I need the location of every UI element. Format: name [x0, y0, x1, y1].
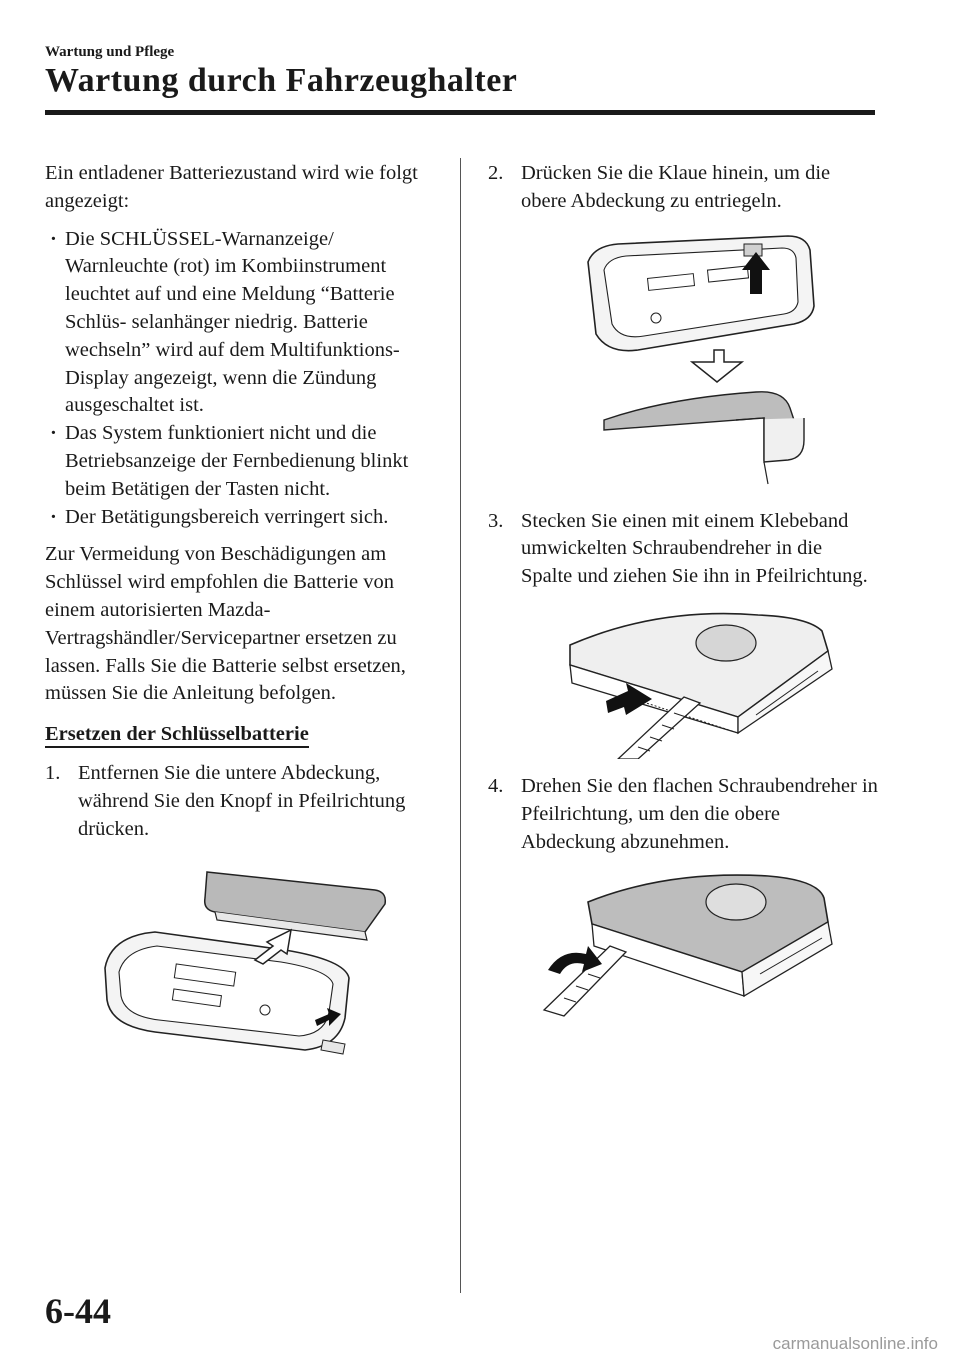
- illustration-remove-upper-cover: [542, 874, 833, 1018]
- step-text: Drehen Sie den flachen Schraubendreher i…: [521, 774, 878, 853]
- page-number: 6-44: [45, 1291, 111, 1331]
- step-number: 1.: [45, 762, 61, 785]
- step-text: Entfernen Sie die untere Abdeckung, währ…: [78, 762, 406, 840]
- watermark: carmanualsonline.info: [772, 1334, 938, 1353]
- intro-text: Ein entladener Batteriezustand wird wie …: [45, 162, 418, 212]
- step-number: 3.: [488, 509, 504, 532]
- step-item: 2. Drücken Sie die Klaue hinein, um die …: [488, 160, 878, 216]
- section-label: Wartung und Pflege: [45, 44, 175, 60]
- step-item: 4. Drehen Sie den flachen Schraubendrehe…: [488, 773, 878, 856]
- recommendation-text: Zur Vermeidung von Beschädigungen am Sch…: [45, 543, 406, 705]
- step-text: Stecken Sie einen mit einem Klebeband um…: [521, 509, 868, 588]
- step-number: 4.: [488, 774, 504, 797]
- step-number: 2.: [488, 162, 504, 184]
- left-column: Ein entladener Batteriezustand wird wie …: [45, 160, 440, 1079]
- header-rule: [45, 110, 875, 115]
- list-item: Die SCHLÜSSEL-Warnanzeige/ Warnleuchte (…: [45, 226, 440, 421]
- steps-left: 1. Entfernen Sie die untere Abdeckung, w…: [45, 760, 440, 843]
- illustration-insert-screwdriver: [569, 612, 833, 759]
- column-divider: [460, 158, 461, 1293]
- list-item: Das System funktioniert nicht und die Be…: [45, 420, 440, 503]
- step-text: Drücken Sie die Klaue hinein, um die obe…: [521, 162, 831, 212]
- step-item: 1. Entfernen Sie die untere Abdeckung, w…: [45, 760, 440, 843]
- steps-right-2: 3. Stecken Sie einen mit einem Klebeband…: [488, 508, 878, 591]
- subheading: Ersetzen der Schlüsselbatterie: [45, 722, 309, 749]
- steps-right: 2. Drücken Sie die Klaue hinein, um die …: [488, 160, 878, 216]
- symptom-list: Die SCHLÜSSEL-Warnanzeige/ Warnleuchte (…: [45, 226, 440, 532]
- illustration-remove-lower-cover: [104, 870, 387, 1055]
- right-column: 2. Drücken Sie die Klaue hinein, um die …: [488, 160, 878, 1036]
- list-item: Der Betätigungsbereich verringert sich.: [45, 504, 440, 532]
- steps-right-3: 4. Drehen Sie den flachen Schraubendrehe…: [488, 773, 878, 856]
- step-item: 3. Stecken Sie einen mit einem Klebeband…: [488, 508, 878, 591]
- illustration-release-claw: [587, 234, 815, 484]
- page-title: Wartung durch Fahrzeughalter: [45, 62, 518, 99]
